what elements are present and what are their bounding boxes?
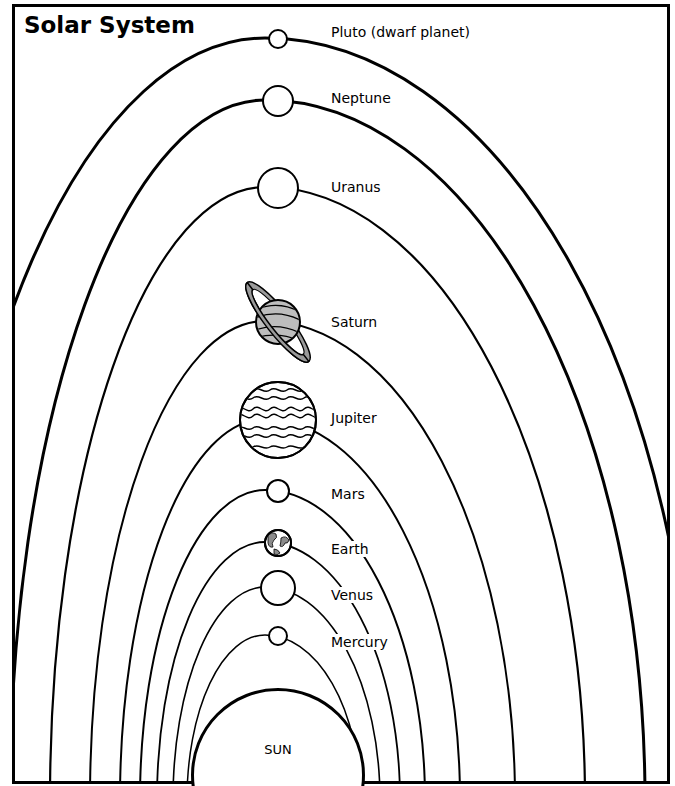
venus-planet bbox=[261, 571, 295, 605]
orbit-line bbox=[157, 542, 400, 781]
orbit-line bbox=[15, 100, 645, 781]
planet-label-holder: Mars bbox=[328, 484, 368, 503]
sun-circle: SUN bbox=[191, 688, 365, 786]
planet-name: Mercury bbox=[328, 634, 391, 650]
planet-name: Pluto (dwarf planet) bbox=[328, 24, 473, 40]
planet-name: Saturn bbox=[328, 314, 380, 330]
orbit-line bbox=[15, 38, 667, 781]
orbit-lines bbox=[15, 38, 667, 781]
page-frame bbox=[14, 6, 669, 783]
sun-outline bbox=[191, 688, 365, 786]
pluto-planet bbox=[269, 30, 287, 48]
sun-disc bbox=[193, 690, 364, 786]
mercury-planet bbox=[269, 627, 287, 645]
uranus-planet bbox=[258, 168, 298, 208]
sun-label: SUN bbox=[191, 742, 365, 757]
planet-name: Mars bbox=[328, 486, 368, 502]
planet-label-holder: Neptune bbox=[328, 88, 394, 107]
title-holder: Solar System bbox=[20, 12, 199, 38]
jupiter-planet bbox=[236, 382, 321, 458]
neptune-planet bbox=[263, 86, 293, 116]
orbit-line bbox=[50, 187, 585, 781]
planet-label-holder: Venus bbox=[328, 585, 376, 604]
planet-label-holder: Jupiter bbox=[328, 408, 380, 427]
earth-planet bbox=[265, 530, 291, 556]
mars-planet bbox=[267, 480, 289, 502]
saturn-planet bbox=[238, 275, 318, 369]
planet-label-holder: Pluto (dwarf planet) bbox=[328, 22, 473, 41]
diagram-title: Solar System bbox=[20, 12, 199, 38]
planet-name: Uranus bbox=[328, 179, 384, 195]
planet-name: Neptune bbox=[328, 90, 394, 106]
planet-label-holder: Saturn bbox=[328, 312, 380, 331]
planet-name: Earth bbox=[328, 541, 372, 557]
planet-label-holder: Earth bbox=[328, 539, 372, 558]
planet-label-holder: Mercury bbox=[328, 632, 391, 651]
planet-name: Venus bbox=[328, 587, 376, 603]
planets bbox=[236, 30, 321, 645]
planet-label-holder: Uranus bbox=[328, 177, 384, 196]
planet-name: Jupiter bbox=[328, 410, 380, 426]
